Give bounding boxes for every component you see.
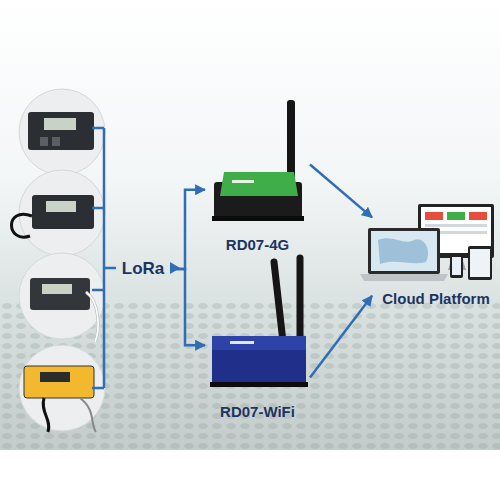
gateway-body xyxy=(212,336,306,384)
laptop xyxy=(368,228,440,274)
gateway-cover xyxy=(220,172,298,196)
screen-tile xyxy=(425,212,443,220)
sensor-vent xyxy=(40,137,48,146)
connector-arrow xyxy=(310,165,372,218)
sensor-cable xyxy=(43,398,49,432)
gateway-wifi-device xyxy=(210,258,308,387)
node-label: RD07-WiFi xyxy=(220,403,295,420)
sensor-body xyxy=(28,112,94,150)
sensor-disc xyxy=(19,89,105,175)
sensor-white-cable xyxy=(19,253,105,342)
sensor-lcd xyxy=(40,372,70,382)
sensor-cable-probe xyxy=(12,170,106,256)
field-background xyxy=(0,0,500,450)
sensor-cable xyxy=(80,398,96,432)
gateway-badge xyxy=(230,341,254,344)
gateway-foot xyxy=(212,216,304,221)
sensor-temperature xyxy=(19,89,105,175)
screen-tile xyxy=(469,212,487,220)
connector-arrow xyxy=(310,296,372,378)
sensor-vent xyxy=(52,137,60,146)
sensor-lcd xyxy=(44,118,76,130)
gateway-foot xyxy=(210,382,308,387)
sensor-lcd xyxy=(46,201,76,212)
sensor-bracket xyxy=(92,128,116,388)
link-label: LoRa xyxy=(116,257,170,281)
phone xyxy=(450,254,463,278)
gateway-4g-device xyxy=(212,100,304,221)
tablet xyxy=(468,246,492,280)
connector-arrow xyxy=(170,190,205,269)
map-area xyxy=(378,238,428,264)
tablet-screen xyxy=(470,249,490,277)
sensor-cable xyxy=(86,292,98,342)
gateway-wifi: RD07-WiFi xyxy=(205,250,310,420)
gateway-badge xyxy=(232,180,254,183)
connector-arrow xyxy=(170,269,205,345)
sensor-body xyxy=(24,366,94,398)
sensor-disc xyxy=(19,170,105,256)
screen-tile xyxy=(447,212,465,220)
node-label: Cloud Platform xyxy=(382,290,490,307)
laptop-base xyxy=(360,274,448,281)
node-label: LoRa xyxy=(122,259,165,279)
gateway-top xyxy=(212,336,306,350)
laptop-screen xyxy=(371,231,437,271)
sensor-body xyxy=(30,278,90,310)
cloud-devices xyxy=(360,204,494,281)
sensor-lcd xyxy=(42,284,72,294)
antenna xyxy=(297,258,304,345)
antenna xyxy=(274,262,283,342)
sensor-cable xyxy=(12,214,33,237)
screen-line xyxy=(425,224,487,227)
sensor-cable xyxy=(86,292,98,342)
sensor-body xyxy=(32,195,94,229)
cloud-platform: Cloud Platform xyxy=(372,195,500,307)
arrow-head xyxy=(170,262,180,274)
gateway-4g: RD07-4G xyxy=(205,95,310,253)
phone-screen xyxy=(452,257,461,275)
node-label: RD07-4G xyxy=(226,236,289,253)
